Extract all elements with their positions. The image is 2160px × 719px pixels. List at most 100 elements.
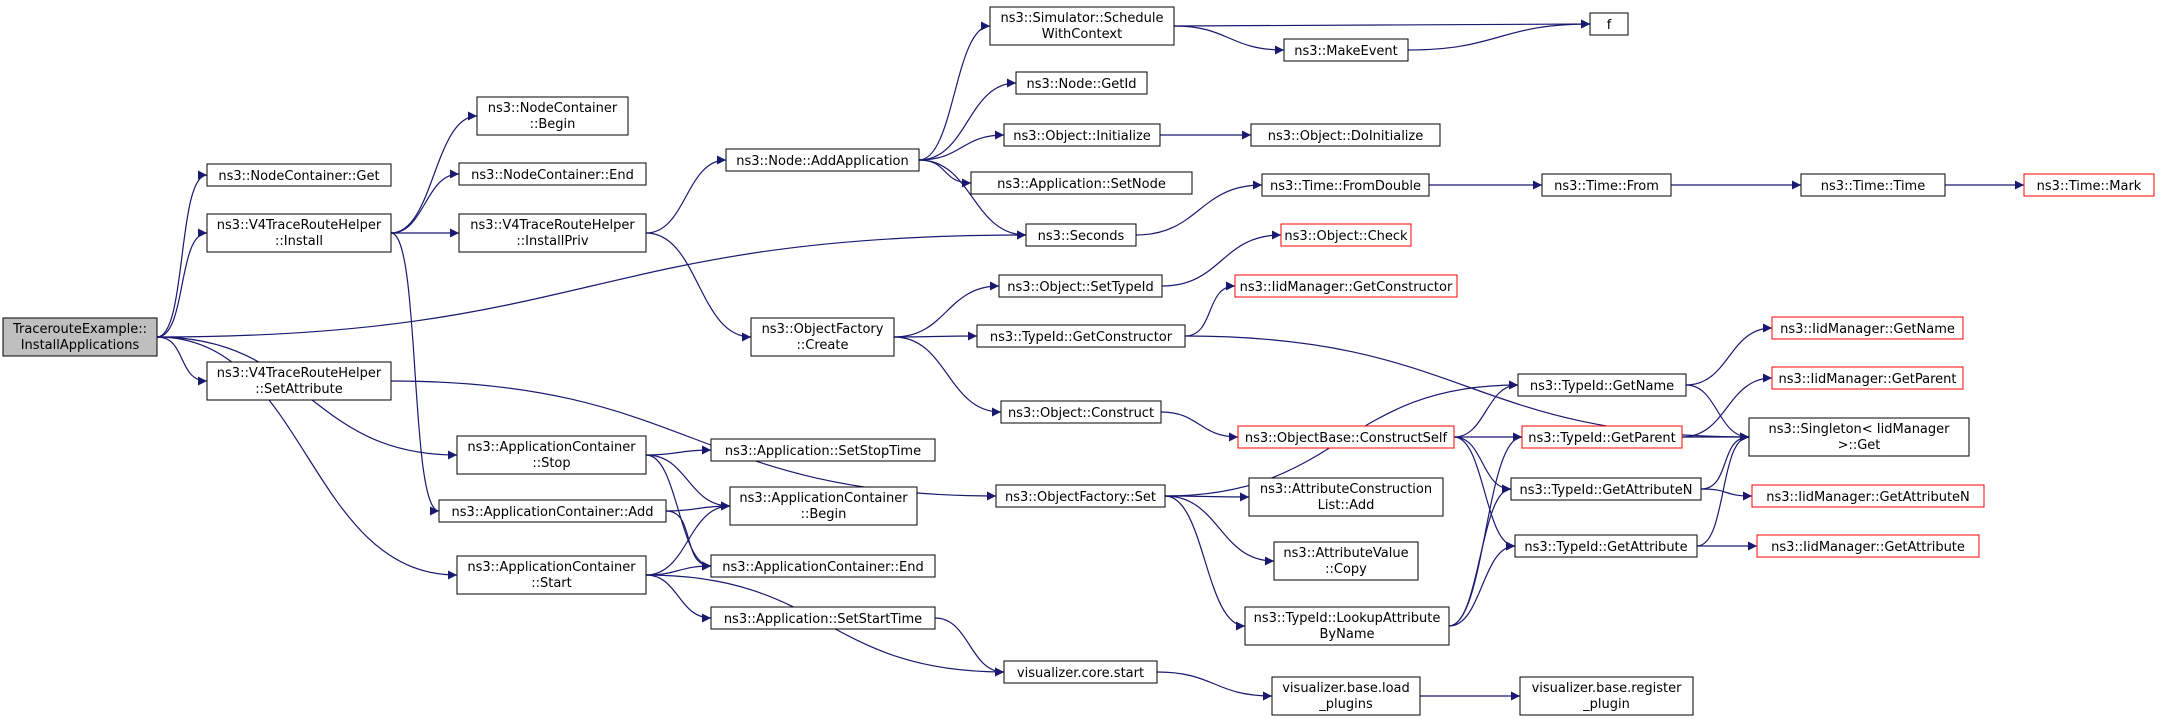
node-app-setnode[interactable]: ns3::Application::SetNode — [970, 171, 1193, 195]
node-label-line: ::InstallPriv — [516, 234, 588, 249]
node-box — [2023, 173, 2155, 197]
node-box — [1514, 534, 1698, 558]
node-typeid-getattr[interactable]: ns3::TypeId::GetAttribute — [1514, 534, 1698, 558]
node-box — [456, 555, 647, 595]
node-ac-start[interactable]: ns3::ApplicationContainer::Start — [456, 555, 647, 595]
node-box — [1521, 425, 1683, 449]
node-seconds[interactable]: ns3::Seconds — [1025, 223, 1137, 247]
node-typeid-getctor[interactable]: ns3::TypeId::GetConstructor — [976, 324, 1186, 348]
node-box — [1248, 477, 1444, 517]
node-label-line: visualizer.base.load — [1282, 681, 1410, 696]
node-label-line: TracerouteExample:: — [12, 322, 147, 337]
node-label-line: visualizer.base.register — [1532, 681, 1683, 696]
node-box — [1771, 366, 1964, 390]
edge-node-addapp-to-app-setnode — [918, 159, 972, 188]
node-box — [206, 163, 392, 187]
node-label-line: _plugin — [1582, 697, 1630, 712]
node-typeid-getattrn[interactable]: ns3::TypeId::GetAttributeN — [1510, 477, 1702, 501]
node-singleton-get[interactable]: ns3::Singleton< IidManager>::Get — [1748, 417, 1970, 457]
node-label-line: ns3::TypeId::GetName — [1530, 379, 1674, 394]
node-label-line: ns3::ObjectBase::ConstructSelf — [1245, 431, 1448, 446]
node-box — [206, 213, 392, 253]
node-box — [989, 6, 1175, 46]
node-nc-end[interactable]: ns3::NodeContainer::End — [458, 162, 647, 186]
node-label-line: ns3::Time::FromDouble — [1270, 179, 1421, 194]
node-box — [1025, 223, 1137, 247]
node-typeid-getname[interactable]: ns3::TypeId::GetName — [1517, 373, 1687, 397]
node-iid-getctor[interactable]: ns3::IidManager::GetConstructor — [1234, 274, 1458, 298]
node-vis-register[interactable]: visualizer.base.register_plugin — [1519, 676, 1694, 716]
node-time-from[interactable]: ns3::Time::From — [1541, 173, 1672, 197]
node-ac-begin[interactable]: ns3::ApplicationContainer::Begin — [729, 486, 918, 526]
node-obj-check[interactable]: ns3::Object::Check — [1280, 223, 1412, 247]
node-obj-doinit[interactable]: ns3::Object::DoInitialize — [1250, 123, 1441, 147]
edge-of-create-to-obj-settypeid — [893, 281, 1000, 338]
node-v4-install[interactable]: ns3::V4TraceRouteHelper::Install — [206, 213, 392, 253]
node-makeevent[interactable]: ns3::MakeEvent — [1283, 38, 1409, 62]
edge-node-addapp-to-obj-init — [918, 130, 1005, 161]
node-typeid-getparent[interactable]: ns3::TypeId::GetParent — [1521, 425, 1683, 449]
node-attr-copy[interactable]: ns3::AttributeValue::Copy — [1273, 541, 1419, 581]
edge-typeid-getname-to-iid-getname — [1685, 323, 1773, 386]
edge-ac-start-to-app-setstart — [645, 574, 712, 623]
node-app-setstart[interactable]: ns3::Application::SetStartTime — [710, 606, 936, 630]
node-label-line: ns3::Singleton< IidManager — [1768, 422, 1950, 437]
node-label-line: ns3::Object::DoInitialize — [1268, 129, 1424, 144]
node-of-set[interactable]: ns3::ObjectFactory::Set — [995, 484, 1166, 508]
node-box — [1756, 534, 1980, 558]
node-nc-get[interactable]: ns3::NodeContainer::Get — [206, 163, 392, 187]
node-time-time[interactable]: ns3::Time::Time — [1800, 173, 1946, 197]
node-label-line: ns3::V4TraceRouteHelper — [217, 218, 382, 233]
node-label-line: ns3::IidManager::GetConstructor — [1240, 280, 1453, 295]
node-iid-getparent[interactable]: ns3::IidManager::GetParent — [1771, 366, 1964, 390]
node-obj-init[interactable]: ns3::Object::Initialize — [1003, 123, 1161, 147]
node-v4-setattr[interactable]: ns3::V4TraceRouteHelper::SetAttribute — [206, 361, 392, 401]
node-box — [1283, 38, 1409, 62]
node-of-create[interactable]: ns3::ObjectFactory::Create — [750, 317, 895, 357]
edge-root-to-nc-get — [156, 170, 208, 338]
node-label-line: ns3::Simulator::Schedule — [1000, 11, 1163, 26]
node-iid-getattr[interactable]: ns3::IidManager::GetAttribute — [1756, 534, 1980, 558]
node-node-addapp[interactable]: ns3::Node::AddApplication — [725, 148, 920, 172]
node-box — [995, 484, 1166, 508]
node-iid-getname[interactable]: ns3::IidManager::GetName — [1771, 316, 1964, 340]
node-objbase-construct[interactable]: ns3::ObjectBase::ConstructSelf — [1237, 425, 1455, 449]
node-ac-end[interactable]: ns3::ApplicationContainer::End — [710, 554, 936, 578]
node-label-line: ns3::Application::SetNode — [997, 177, 1166, 192]
edge-root-to-v4-setattr — [156, 336, 208, 386]
node-iid-getattrn[interactable]: ns3::IidManager::GetAttributeN — [1751, 484, 1985, 508]
node-obj-construct[interactable]: ns3::Object::Construct — [1000, 400, 1162, 424]
edge-v4-install-to-nc-end — [390, 169, 460, 234]
node-label-line: ByName — [1320, 627, 1375, 642]
node-time-fromdouble[interactable]: ns3::Time::FromDouble — [1261, 173, 1430, 197]
node-label-line: f — [1607, 18, 1612, 33]
node-label-line: ns3::NodeContainer — [488, 101, 618, 116]
edge-of-create-to-obj-construct — [893, 336, 1002, 417]
node-label-line: ns3::AttributeValue — [1283, 546, 1408, 561]
node-obj-settypeid[interactable]: ns3::Object::SetTypeId — [998, 274, 1163, 298]
node-time-mark[interactable]: ns3::Time::Mark — [2023, 173, 2155, 197]
node-nc-begin[interactable]: ns3::NodeContainer::Begin — [476, 96, 629, 136]
node-box — [976, 324, 1186, 348]
node-ac-add[interactable]: ns3::ApplicationContainer::Add — [438, 499, 667, 523]
node-box — [476, 96, 629, 136]
node-box — [456, 435, 647, 475]
node-label-line: ns3::IidManager::GetName — [1780, 322, 1955, 337]
node-label-line: ::SetAttribute — [255, 382, 343, 397]
node-label-line: ns3::NodeContainer::End — [471, 168, 634, 183]
node-ac-stop[interactable]: ns3::ApplicationContainer::Stop — [456, 435, 647, 475]
node-vis-start[interactable]: visualizer.core.start — [1003, 660, 1158, 684]
node-node-getid[interactable]: ns3::Node::GetId — [1015, 71, 1148, 95]
node-vis-load[interactable]: visualizer.base.load_plugins — [1271, 676, 1421, 716]
node-label-line: ns3::ApplicationContainer — [467, 560, 636, 575]
node-v4-installpriv[interactable]: ns3::V4TraceRouteHelper::InstallPriv — [458, 213, 647, 253]
node-label-line: ns3::ApplicationContainer::Add — [452, 505, 654, 520]
node-f[interactable]: f — [1589, 12, 1629, 36]
edge-root-to-ac-start — [156, 336, 458, 580]
node-label-line: visualizer.core.start — [1017, 666, 1144, 681]
node-app-setstop[interactable]: ns3::Application::SetStopTime — [710, 438, 936, 462]
